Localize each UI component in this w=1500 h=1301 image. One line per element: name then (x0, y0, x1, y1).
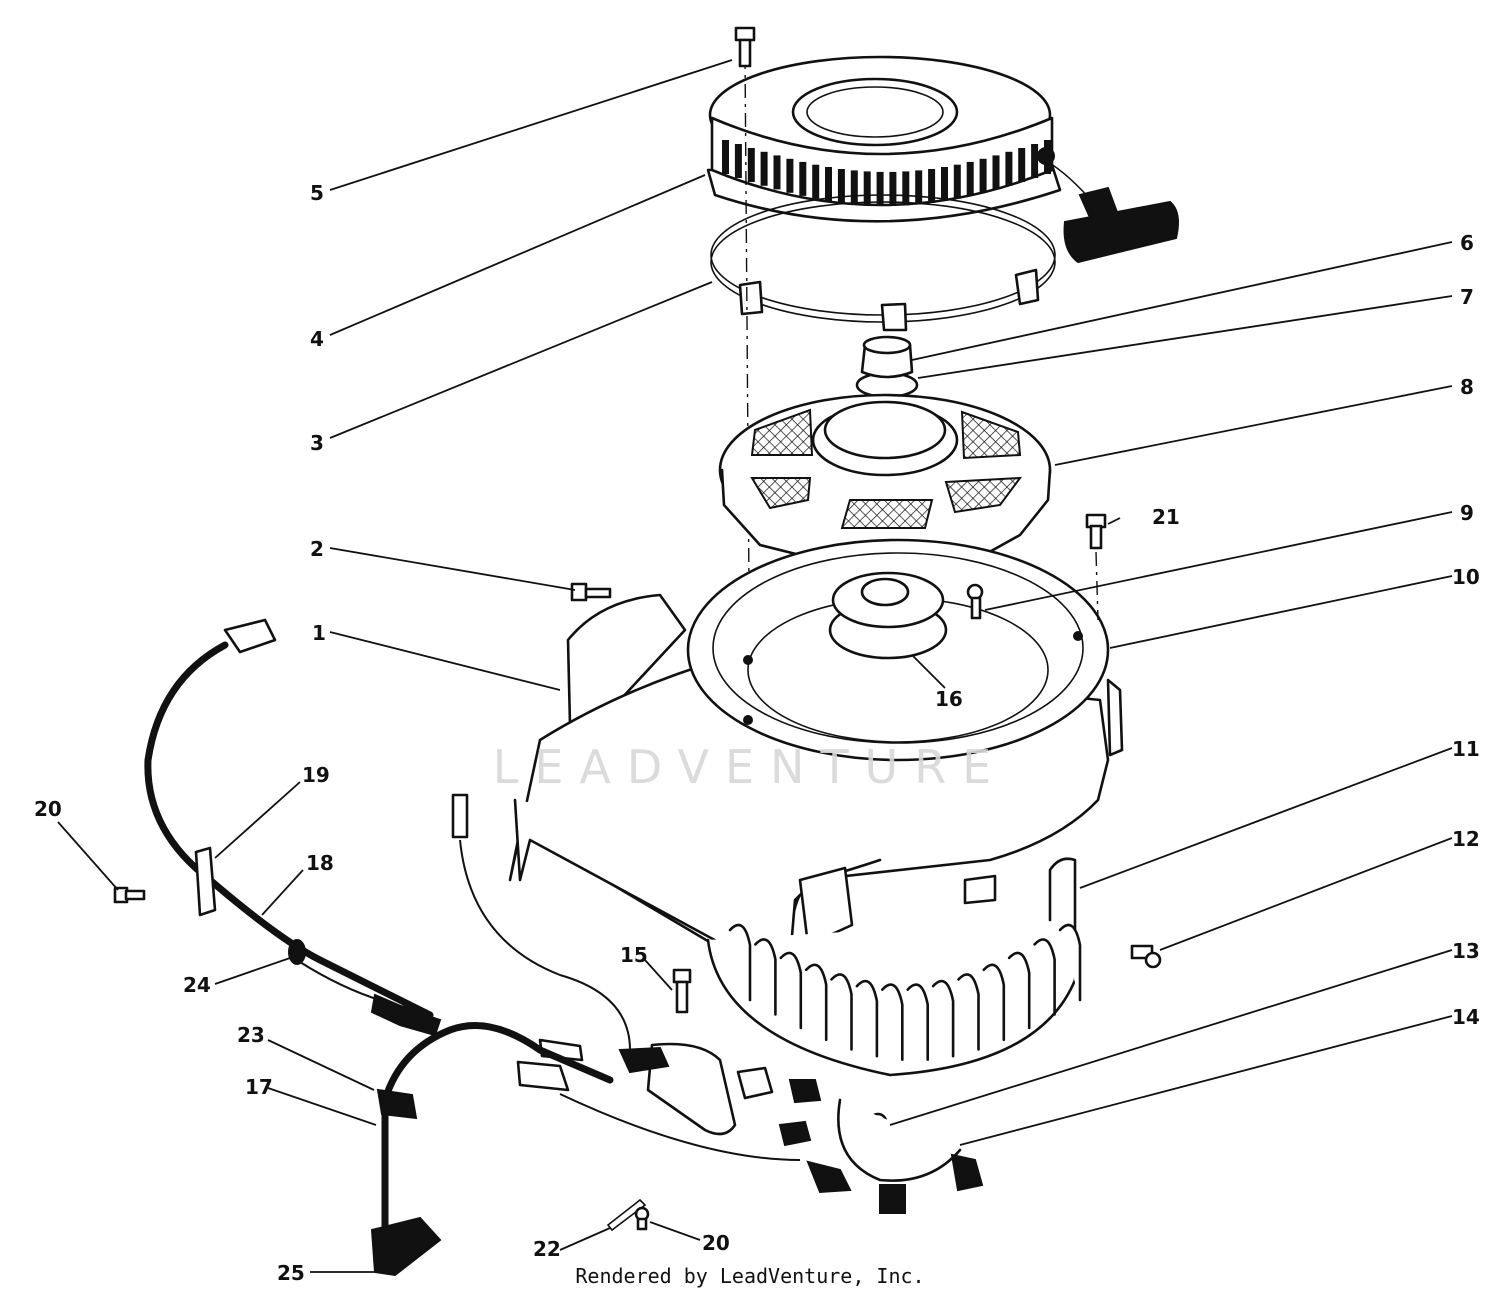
fan-blade (855, 979, 879, 1058)
cover-fin (966, 161, 974, 196)
grommet-24 (288, 939, 306, 965)
ignition-module (516, 1038, 774, 1136)
cover-fin (915, 170, 923, 205)
callout-11: 11 (1452, 737, 1480, 761)
leader-lines (57, 59, 1453, 1273)
fan-blade (1033, 938, 1056, 1016)
callout-9: 9 (1460, 501, 1474, 525)
fan-blade (957, 973, 980, 1051)
cover-fin (825, 167, 832, 201)
fan-blade (1058, 923, 1082, 1002)
cover-fin (979, 158, 987, 193)
cover-fin (928, 169, 936, 203)
cover-fin (722, 140, 729, 174)
callout-16: 16 (935, 687, 963, 711)
callout-15: 15 (620, 943, 648, 967)
callout-12: 12 (1452, 827, 1480, 851)
callout-4: 4 (310, 327, 324, 351)
fan-blade (804, 963, 828, 1042)
hub-16 (828, 571, 948, 660)
bracket-14 (778, 1079, 984, 1214)
cover-fin (812, 164, 820, 199)
fan-blade (931, 979, 955, 1058)
callout-5: 5 (310, 181, 324, 205)
cover-fin (863, 171, 871, 206)
nut-and-washer (855, 335, 919, 399)
screw-15 (672, 968, 692, 1014)
cover-fin (992, 155, 1000, 190)
screw-20-left (113, 886, 146, 904)
watermark-text: LEADVENTURE (492, 740, 1008, 794)
fan-blade (754, 938, 777, 1016)
callout-labels: 5 4 3 6 7 8 21 9 10 2 1 16 11 19 20 18 1… (34, 181, 1480, 1285)
footer-credit: Rendered by LeadVenture, Inc. (575, 1264, 925, 1288)
spark-plug-boot (370, 1216, 442, 1277)
screw-20-bottom (634, 1206, 650, 1231)
flywheel-fan (706, 857, 1082, 1077)
cover-fin (773, 155, 781, 190)
callout-25: 25 (277, 1261, 305, 1285)
screw-12 (1130, 944, 1162, 969)
cover-fin (902, 171, 910, 206)
fan-blade (906, 983, 929, 1061)
cover-fin (837, 169, 845, 203)
callout-17: 17 (245, 1075, 273, 1099)
cover-fin (786, 158, 794, 193)
fan-blade (881, 983, 904, 1061)
cover-fin (1031, 144, 1039, 178)
callout-8: 8 (1460, 375, 1474, 399)
cover-fin (799, 161, 807, 196)
cover-fin (876, 171, 884, 206)
cover-fin (941, 167, 948, 201)
screw-9 (966, 583, 984, 620)
connector-top (223, 618, 277, 654)
fan-blade (779, 951, 803, 1030)
callout-10: 10 (1452, 565, 1480, 589)
cover-fin (747, 148, 755, 182)
callout-3: 3 (310, 431, 324, 455)
callout-13: 13 (1452, 939, 1480, 963)
cover-fin (850, 170, 858, 205)
cover-fin (760, 151, 768, 186)
callout-18: 18 (306, 851, 334, 875)
cover-fin (1005, 151, 1013, 186)
callout-7: 7 (1460, 285, 1474, 309)
callout-23: 23 (237, 1023, 265, 1047)
cover-fin (953, 164, 961, 199)
callout-6: 6 (1460, 231, 1474, 255)
callout-2: 2 (310, 537, 324, 561)
cover-fin (889, 171, 897, 206)
callout-20-left: 20 (34, 797, 62, 821)
rewind-starter-cover (706, 55, 1179, 264)
callout-22: 22 (533, 1237, 561, 1261)
cover-fin (734, 144, 742, 178)
screw-2 (570, 582, 612, 602)
callout-20-bottom: 20 (702, 1231, 730, 1255)
fan-blade (982, 963, 1006, 1042)
fan-blade (728, 923, 752, 1002)
fan-blade (830, 973, 853, 1051)
starter-band-clamp (710, 194, 1056, 332)
callout-19: 19 (302, 763, 330, 787)
fan-blade (1007, 951, 1031, 1030)
screw-5 (734, 26, 756, 68)
clip-19 (194, 846, 217, 917)
pin-22 (606, 1198, 647, 1232)
cover-fin (1018, 148, 1026, 182)
callout-21: 21 (1152, 505, 1180, 529)
callout-24: 24 (183, 973, 211, 997)
callout-1: 1 (312, 621, 326, 645)
callout-14: 14 (1452, 1005, 1480, 1029)
